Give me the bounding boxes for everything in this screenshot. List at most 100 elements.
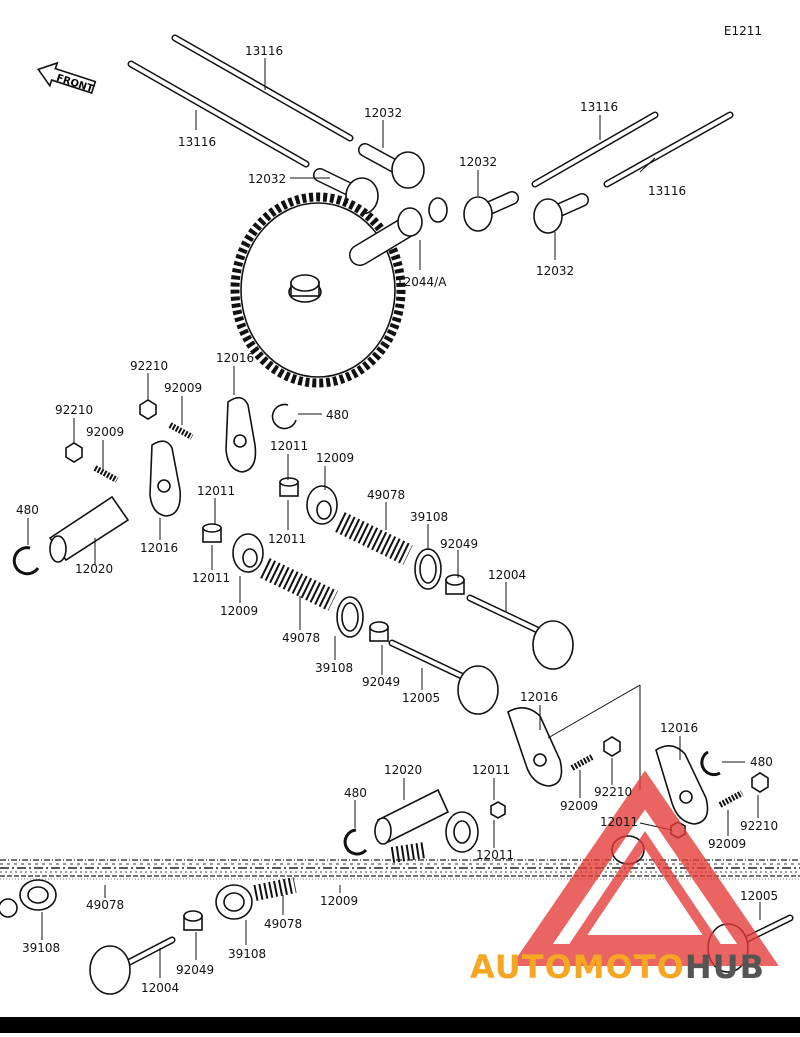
bottom-bar	[0, 1017, 800, 1033]
retainer-12009-c	[0, 898, 18, 918]
label-92009-d: 92009	[708, 837, 746, 851]
label-92009-b: 92009	[86, 425, 124, 439]
adjust-screw-92009-b	[93, 465, 119, 483]
label-92210-b: 92210	[55, 403, 93, 417]
push-rod-13116-a	[171, 34, 354, 142]
circlip-480-c	[700, 750, 721, 777]
label-12011-g: 12011	[476, 848, 514, 862]
label-12032-d: 12032	[536, 264, 574, 278]
label-92049-a: 92049	[440, 537, 478, 551]
retainer-12009-b	[232, 533, 264, 573]
rocker-arm-12016-left	[149, 440, 182, 517]
label-12005-b: 12005	[740, 889, 778, 903]
label-12009-b: 12009	[220, 604, 258, 618]
camshaft-gear-12044a	[230, 192, 448, 388]
rocker-arm-12016-upper	[225, 396, 257, 473]
label-12005-a: 12005	[402, 691, 440, 705]
watermark-part1: AUTOMOTO	[470, 948, 685, 986]
exhaust-valve-12005-a	[388, 639, 499, 715]
adjust-screw-92009-c	[570, 754, 594, 771]
label-92210-a: 92210	[130, 359, 168, 373]
watermark-logo-icon	[511, 770, 779, 966]
push-rod-13116-c	[531, 111, 659, 188]
label-39108-c: 39108	[22, 941, 60, 955]
nut-92210-c	[603, 736, 621, 757]
label-49078-a: 49078	[367, 488, 405, 502]
label-49078-b: 49078	[282, 631, 320, 645]
label-12009-a: 12009	[316, 451, 354, 465]
front-arrow-icon: FRONT	[37, 61, 97, 95]
valve-cap-12011-a	[279, 477, 299, 497]
label-12032-c: 12032	[459, 155, 497, 169]
label-13116-c: 13116	[580, 100, 618, 114]
nut-92210-b	[65, 442, 83, 463]
label-12016-d: 12016	[660, 721, 698, 735]
label-480-d: 480	[344, 786, 367, 800]
rocker-arm-12016-lower-b	[655, 745, 709, 825]
rocker-arm-12016-lower-a	[507, 707, 563, 787]
circlip-480-d	[343, 828, 368, 856]
label-12044a: 12044/A	[396, 275, 447, 289]
intake-valve-12004-a	[466, 594, 574, 670]
label-12011-c: 12011	[268, 532, 306, 546]
label-12020-a: 12020	[75, 562, 113, 576]
figure-code: E1211	[723, 24, 762, 38]
adjust-screw-92009-a	[168, 422, 194, 440]
label-92049-b: 92049	[362, 675, 400, 689]
stem-seal-92049-c	[183, 910, 203, 931]
spring-seat-39108-d	[215, 884, 253, 920]
label-92210-c: 92210	[594, 785, 632, 799]
label-12020-b: 12020	[384, 763, 422, 777]
intake-valve-12004-b	[89, 936, 176, 995]
valve-cap-12011-c	[445, 811, 479, 853]
spring-seat-39108-b	[336, 596, 364, 638]
label-92210-d: 92210	[740, 819, 778, 833]
stem-seal-92049-a	[445, 574, 465, 595]
label-39108-b: 39108	[315, 661, 353, 675]
spring-seat-39108-c	[19, 879, 57, 911]
label-12016-b: 12016	[140, 541, 178, 555]
label-12032-a: 12032	[364, 106, 402, 120]
tappet-12032-d	[533, 193, 589, 234]
label-13116-b: 13116	[178, 135, 216, 149]
label-480-b: 480	[16, 503, 39, 517]
valve-spring-49078-c	[390, 842, 427, 863]
spring-seat-39108-a	[414, 548, 442, 590]
retainer-12009-a	[306, 485, 338, 525]
rocker-shaft-12020-b	[374, 788, 450, 845]
label-12004-a: 12004	[488, 568, 526, 582]
valve-cap-12011-b	[202, 523, 222, 543]
valve-spring-49078-b	[260, 558, 338, 611]
label-12004-b: 12004	[141, 981, 179, 995]
tappet-12032-a	[358, 143, 425, 189]
label-12011-a: 12011	[270, 439, 308, 453]
label-12011-e: 12011	[472, 763, 510, 777]
tappet-12032-c	[463, 191, 519, 232]
label-92049-c: 92049	[176, 963, 214, 977]
label-480-c: 480	[750, 755, 773, 769]
watermark-part2: HUB	[684, 948, 766, 986]
push-rod-13116-b	[127, 60, 310, 168]
adjust-screw-92009-d	[718, 790, 744, 808]
valve-spring-49078-d	[253, 877, 297, 901]
label-480-a: 480	[326, 408, 349, 422]
label-12011-d: 12011	[192, 571, 230, 585]
label-92009-a: 92009	[164, 381, 202, 395]
valve-spring-49078-a	[335, 512, 413, 565]
circlip-480-b	[12, 546, 40, 576]
label-12016-c: 12016	[520, 690, 558, 704]
rocker-shaft-12020-a	[48, 495, 130, 563]
watermark-text: AUTOMOTOHUB	[470, 948, 765, 986]
circlip-480-a	[271, 403, 297, 430]
stem-seal-92049-b	[369, 621, 389, 642]
label-39108-a: 39108	[410, 510, 448, 524]
push-rod-13116-d	[603, 111, 734, 188]
label-12009-c: 12009	[320, 894, 358, 908]
nut-92210-d	[751, 772, 769, 793]
label-92009-c: 92009	[560, 799, 598, 813]
nut-12011-d	[490, 801, 506, 819]
label-12016-a: 12016	[216, 351, 254, 365]
label-12032-b: 12032	[248, 172, 286, 186]
label-49078-c: 49078	[86, 898, 124, 912]
